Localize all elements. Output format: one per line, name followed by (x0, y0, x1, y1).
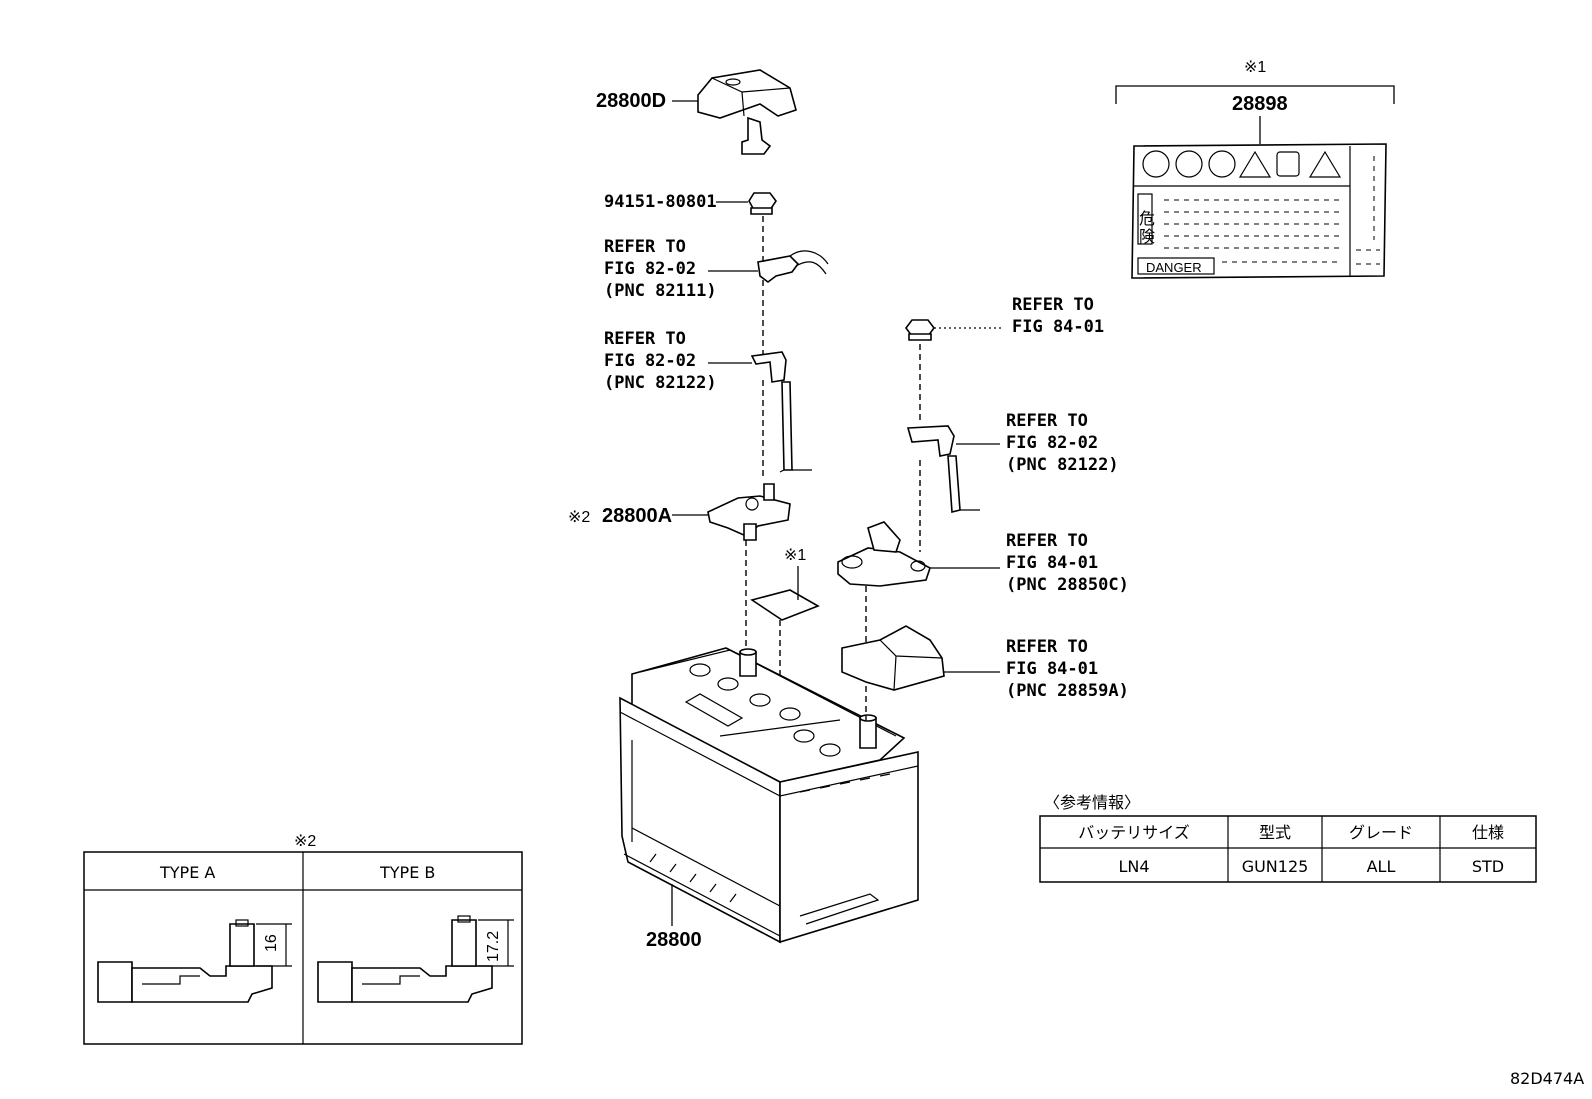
figure-code: 82D474A (1510, 1069, 1584, 1088)
svg-text:FIG 82-02: FIG 82-02 (1006, 433, 1098, 453)
mark-2: ※2 (568, 509, 590, 526)
dim-a: 16 (263, 934, 280, 952)
header-grade: グレード (1349, 823, 1413, 842)
mark-1-label: ※1 (1244, 59, 1266, 76)
cell-grade: ALL (1367, 857, 1396, 876)
part-number-battery: 28800 (646, 929, 702, 951)
cable-82122-right (906, 425, 980, 514)
part-number-28800d: 28800D (596, 90, 666, 112)
svg-text:REFER TO: REFER TO (1006, 531, 1088, 551)
refer-82122-right: REFER TO FIG 82-02 (PNC 82122) (1006, 411, 1119, 475)
battery-28800 (619, 647, 919, 944)
header-battery-size: バッテリサイズ (1078, 823, 1190, 842)
svg-text:FIG 82-02: FIG 82-02 (604, 351, 696, 371)
label-sheet-28898 (750, 589, 820, 621)
svg-text:(PNC 82122): (PNC 82122) (1006, 455, 1119, 475)
svg-text:(PNC 82122): (PNC 82122) (604, 373, 717, 393)
svg-text:FIG 82-02: FIG 82-02 (604, 259, 696, 279)
svg-text:REFER TO: REFER TO (604, 329, 686, 349)
cell-model: GUN125 (1242, 857, 1309, 876)
mark-1-sheet: ※1 (784, 547, 806, 564)
svg-text:REFER TO: REFER TO (604, 237, 686, 257)
svg-text:(PNC 82111): (PNC 82111) (604, 281, 717, 301)
svg-text:(PNC 28859A): (PNC 28859A) (1006, 681, 1129, 701)
cable-82122-left (750, 351, 812, 473)
svg-text:REFER TO: REFER TO (1012, 295, 1094, 315)
refer-84-01-nut: REFER TO FIG 84-01 (1012, 295, 1104, 337)
refer-28850c: REFER TO FIG 84-01 (PNC 28850C) (1006, 531, 1129, 595)
cell-spec: STD (1472, 857, 1504, 876)
nut-right (905, 319, 935, 341)
svg-text:REFER TO: REFER TO (1006, 637, 1088, 657)
nut-94151-80801 (748, 192, 777, 215)
refer-28859a: REFER TO FIG 84-01 (PNC 28859A) (1006, 637, 1129, 701)
refer-82122-left: REFER TO FIG 82-02 (PNC 82122) (604, 329, 717, 393)
svg-text:FIG 84-01: FIG 84-01 (1006, 553, 1098, 573)
svg-text:険: 険 (1139, 228, 1155, 246)
part-number-28800a: 28800A (602, 505, 672, 527)
info-table: バッテリサイズ 型式 グレード 仕様 LN4 GUN125 ALL STD (1039, 815, 1537, 883)
cell-battery-size: LN4 (1118, 857, 1149, 876)
mark-2-box: ※2 (294, 833, 316, 850)
terminal-28850c (837, 521, 931, 587)
svg-text:FIG 84-01: FIG 84-01 (1006, 659, 1098, 679)
header-spec: 仕様 (1472, 823, 1504, 842)
dim-b: 17.2 (485, 931, 502, 962)
info-title: 〈参考情報〉 (1044, 793, 1140, 812)
terminal-cover-28800d (697, 69, 797, 155)
danger-text: DANGER (1146, 260, 1202, 275)
terminal-type-table: TYPE A TYPE B 16 17.2 (83, 851, 523, 1045)
svg-text:危: 危 (1139, 210, 1155, 228)
svg-text:FIG 84-01: FIG 84-01 (1012, 317, 1104, 337)
svg-text:REFER TO: REFER TO (1006, 411, 1088, 431)
cover-28859a (841, 625, 945, 691)
refer-82111: REFER TO FIG 82-02 (PNC 82111) (604, 237, 717, 301)
cable-terminal-82111 (757, 250, 829, 283)
terminal-28800a (707, 483, 791, 541)
header-model: 型式 (1259, 823, 1291, 842)
svg-text:(PNC 28850C): (PNC 28850C) (1006, 575, 1129, 595)
warning-label: 危 険 DANGER (1131, 143, 1387, 279)
type-a-label: TYPE A (159, 863, 215, 882)
part-number-nut: 94151-80801 (604, 192, 717, 212)
type-b-label: TYPE B (379, 863, 435, 882)
part-number-28898: 28898 (1232, 93, 1288, 115)
